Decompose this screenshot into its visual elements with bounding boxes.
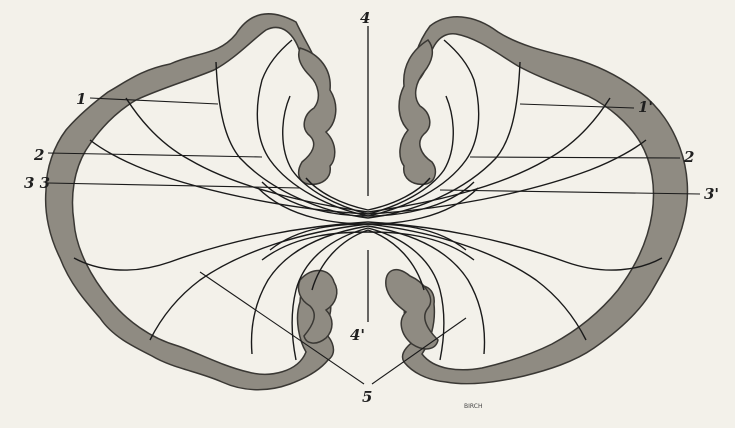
label-3-3: 3 3 (24, 174, 50, 192)
label-3-prime: 3' (704, 185, 719, 203)
label-4-prime: 4' (350, 326, 365, 344)
label-2-right: 2 (683, 148, 694, 166)
label-2: 2 (33, 146, 44, 164)
label-1: 1 (76, 90, 86, 108)
label-4: 4 (360, 9, 370, 27)
engraver-signature: BIRCH (464, 403, 482, 410)
label-1-prime: 1' (638, 98, 653, 116)
label-5: 5 (362, 388, 372, 406)
